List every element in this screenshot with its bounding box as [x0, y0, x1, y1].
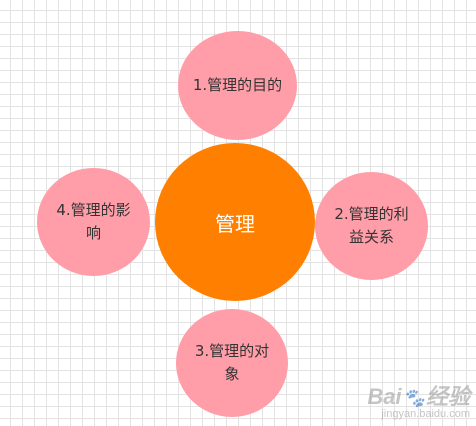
node-object-label: 3.管理的对象 [194, 342, 270, 383]
node-object: 3.管理的对象 [176, 309, 288, 417]
watermark-brand-left: Bai [367, 384, 402, 409]
node-purpose: 1.管理的目的 [178, 31, 297, 140]
node-purpose-label: 1.管理的目的 [192, 76, 283, 94]
center-node-label: 管理 [215, 211, 255, 236]
node-stakeholders-label: 2.管理的利益关系 [334, 205, 409, 246]
watermark-brand-right: 经验 [425, 384, 470, 409]
node-stakeholders: 2.管理的利益关系 [315, 172, 428, 280]
paw-icon: 🐾 [402, 388, 425, 408]
center-node: 管理 [155, 143, 315, 301]
watermark-url: jingyan.baidu.com [381, 408, 470, 420]
node-influence-label: 4.管理的影响 [56, 201, 131, 242]
baidu-jingyan-watermark: Bai🐾经验 jingyan.baidu.com [367, 386, 470, 420]
node-influence: 4.管理的影响 [37, 168, 150, 276]
